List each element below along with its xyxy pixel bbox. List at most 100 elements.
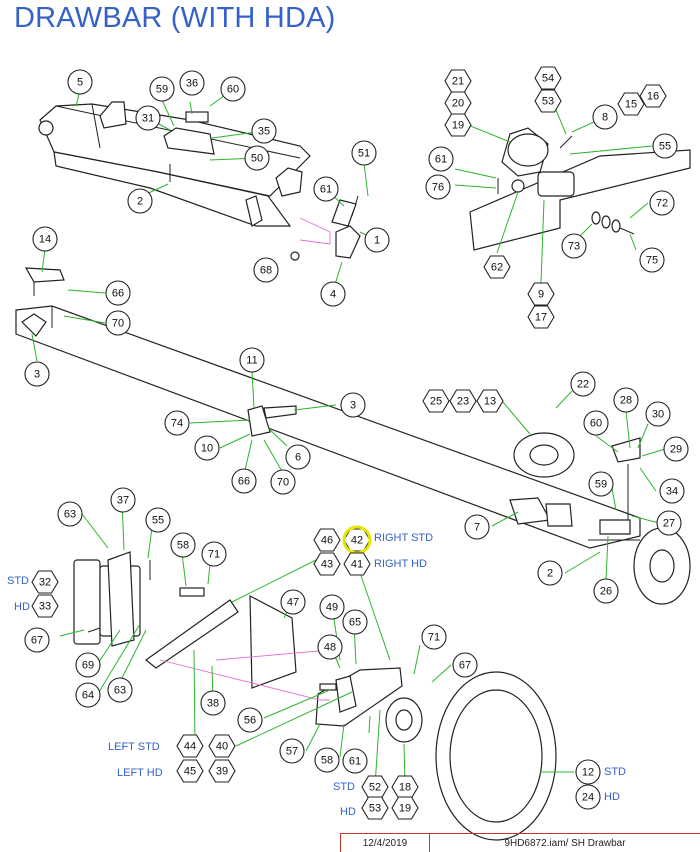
callout-59: 59 (588, 471, 614, 497)
callout-number: 60 (227, 84, 239, 96)
callout-number: 64 (82, 690, 94, 702)
callout-number: 65 (349, 617, 361, 629)
page-title: DRAWBAR (WITH HDA) (14, 2, 336, 34)
callout-number: 2 (137, 196, 143, 208)
label-right-std: RIGHT STD (374, 532, 433, 544)
callout-13: 13 (476, 389, 504, 413)
callout-56: 56 (237, 707, 263, 733)
callout-71: 71 (421, 624, 447, 650)
hub-assembly-drawing (469, 127, 691, 251)
footer-date: 12/4/2019 (341, 834, 430, 852)
callout-number: 20 (452, 98, 464, 110)
callout-27: 27 (656, 510, 682, 536)
callout-18: 18 (391, 775, 419, 799)
callout-number: 9 (538, 289, 544, 301)
callout-number: 10 (201, 443, 213, 455)
callout-63: 63 (107, 677, 133, 703)
callout-21: 21 (444, 69, 472, 93)
callout-24: 24 (575, 784, 601, 810)
callout-number: 61 (349, 756, 361, 768)
callout-11: 11 (239, 347, 265, 373)
callout-48: 48 (317, 634, 343, 660)
callout-number: 2 (547, 568, 553, 580)
title-block: 12/4/2019 9HD6872.iam/ SH Drawbar (340, 833, 700, 852)
callout-20: 20 (444, 91, 472, 115)
callout-number: 40 (216, 741, 228, 753)
label-std-bottom: STD (333, 781, 355, 793)
callout-46: 46 (313, 528, 341, 552)
callout-number: 8 (602, 112, 608, 124)
callout-number: 7 (474, 522, 480, 534)
callout-39: 39 (208, 759, 236, 783)
callout-34: 34 (659, 478, 685, 504)
callout-53: 53 (534, 89, 562, 113)
callout-number: 19 (452, 120, 464, 132)
callout-9: 9 (527, 282, 555, 306)
callout-number: 44 (184, 741, 196, 753)
callout-number: 22 (577, 379, 589, 391)
callout-number: 53 (369, 803, 381, 815)
callout-number: 28 (620, 395, 632, 407)
callout-number: 31 (142, 113, 154, 125)
callout-60: 60 (220, 76, 246, 102)
callout-22: 22 (570, 371, 596, 397)
callout-number: 34 (666, 486, 678, 498)
callout-number: 67 (31, 635, 43, 647)
callout-2: 2 (537, 560, 563, 586)
callout-28: 28 (613, 387, 639, 413)
callout-number: 45 (184, 766, 196, 778)
callout-number: 61 (435, 154, 447, 166)
callout-number: 27 (663, 518, 675, 530)
callout-69: 69 (75, 652, 101, 678)
callout-number: 55 (152, 515, 164, 527)
callout-number: 62 (491, 262, 503, 274)
callout-number: 76 (432, 182, 444, 194)
callout-23: 23 (449, 389, 477, 413)
callout-16: 16 (639, 84, 667, 108)
callout-38: 38 (200, 690, 226, 716)
callout-number: 63 (114, 685, 126, 697)
callout-71: 71 (201, 541, 227, 567)
callout-number: 38 (207, 698, 219, 710)
callout-65: 65 (342, 609, 368, 635)
callout-68: 68 (253, 257, 279, 283)
callout-number: 48 (324, 642, 336, 654)
callout-61: 61 (428, 146, 454, 172)
callout-19: 19 (444, 113, 472, 137)
callout-35: 35 (251, 118, 277, 144)
callout-number: 11 (246, 355, 257, 367)
callout-number: 12 (582, 767, 594, 779)
callout-41: 41 (343, 552, 371, 576)
callout-number: 66 (112, 288, 124, 300)
callout-number: 63 (64, 509, 76, 521)
callout-50: 50 (244, 145, 270, 171)
callout-31: 31 (135, 105, 161, 131)
callout-number: 5 (77, 77, 83, 89)
label-left-std: LEFT STD (108, 741, 160, 753)
callout-number: 71 (428, 632, 440, 644)
callout-number: 58 (177, 540, 189, 552)
label-std-right: STD (604, 766, 626, 778)
callout-61: 61 (313, 176, 339, 202)
callout-67: 67 (452, 652, 478, 678)
callout-number: 36 (186, 78, 198, 90)
drawbar-frame-drawing (38, 101, 361, 261)
callout-number: 74 (171, 418, 183, 430)
callout-number: 3 (350, 400, 356, 412)
callout-number: 42 (351, 535, 363, 547)
callout-number: 30 (652, 409, 664, 421)
hda-assembly-drawing (73, 551, 557, 841)
callout-37: 37 (110, 487, 136, 513)
callout-70: 70 (105, 310, 131, 336)
callout-number: 32 (39, 577, 51, 589)
callout-number: 71 (208, 549, 220, 561)
callout-44: 44 (176, 734, 204, 758)
callout-55: 55 (145, 507, 171, 533)
callout-2: 2 (127, 188, 153, 214)
callout-70: 70 (270, 469, 296, 495)
label-hd-right: HD (604, 791, 620, 803)
callout-40: 40 (208, 734, 236, 758)
callout-52: 52 (361, 775, 389, 799)
callout-75: 75 (639, 247, 665, 273)
